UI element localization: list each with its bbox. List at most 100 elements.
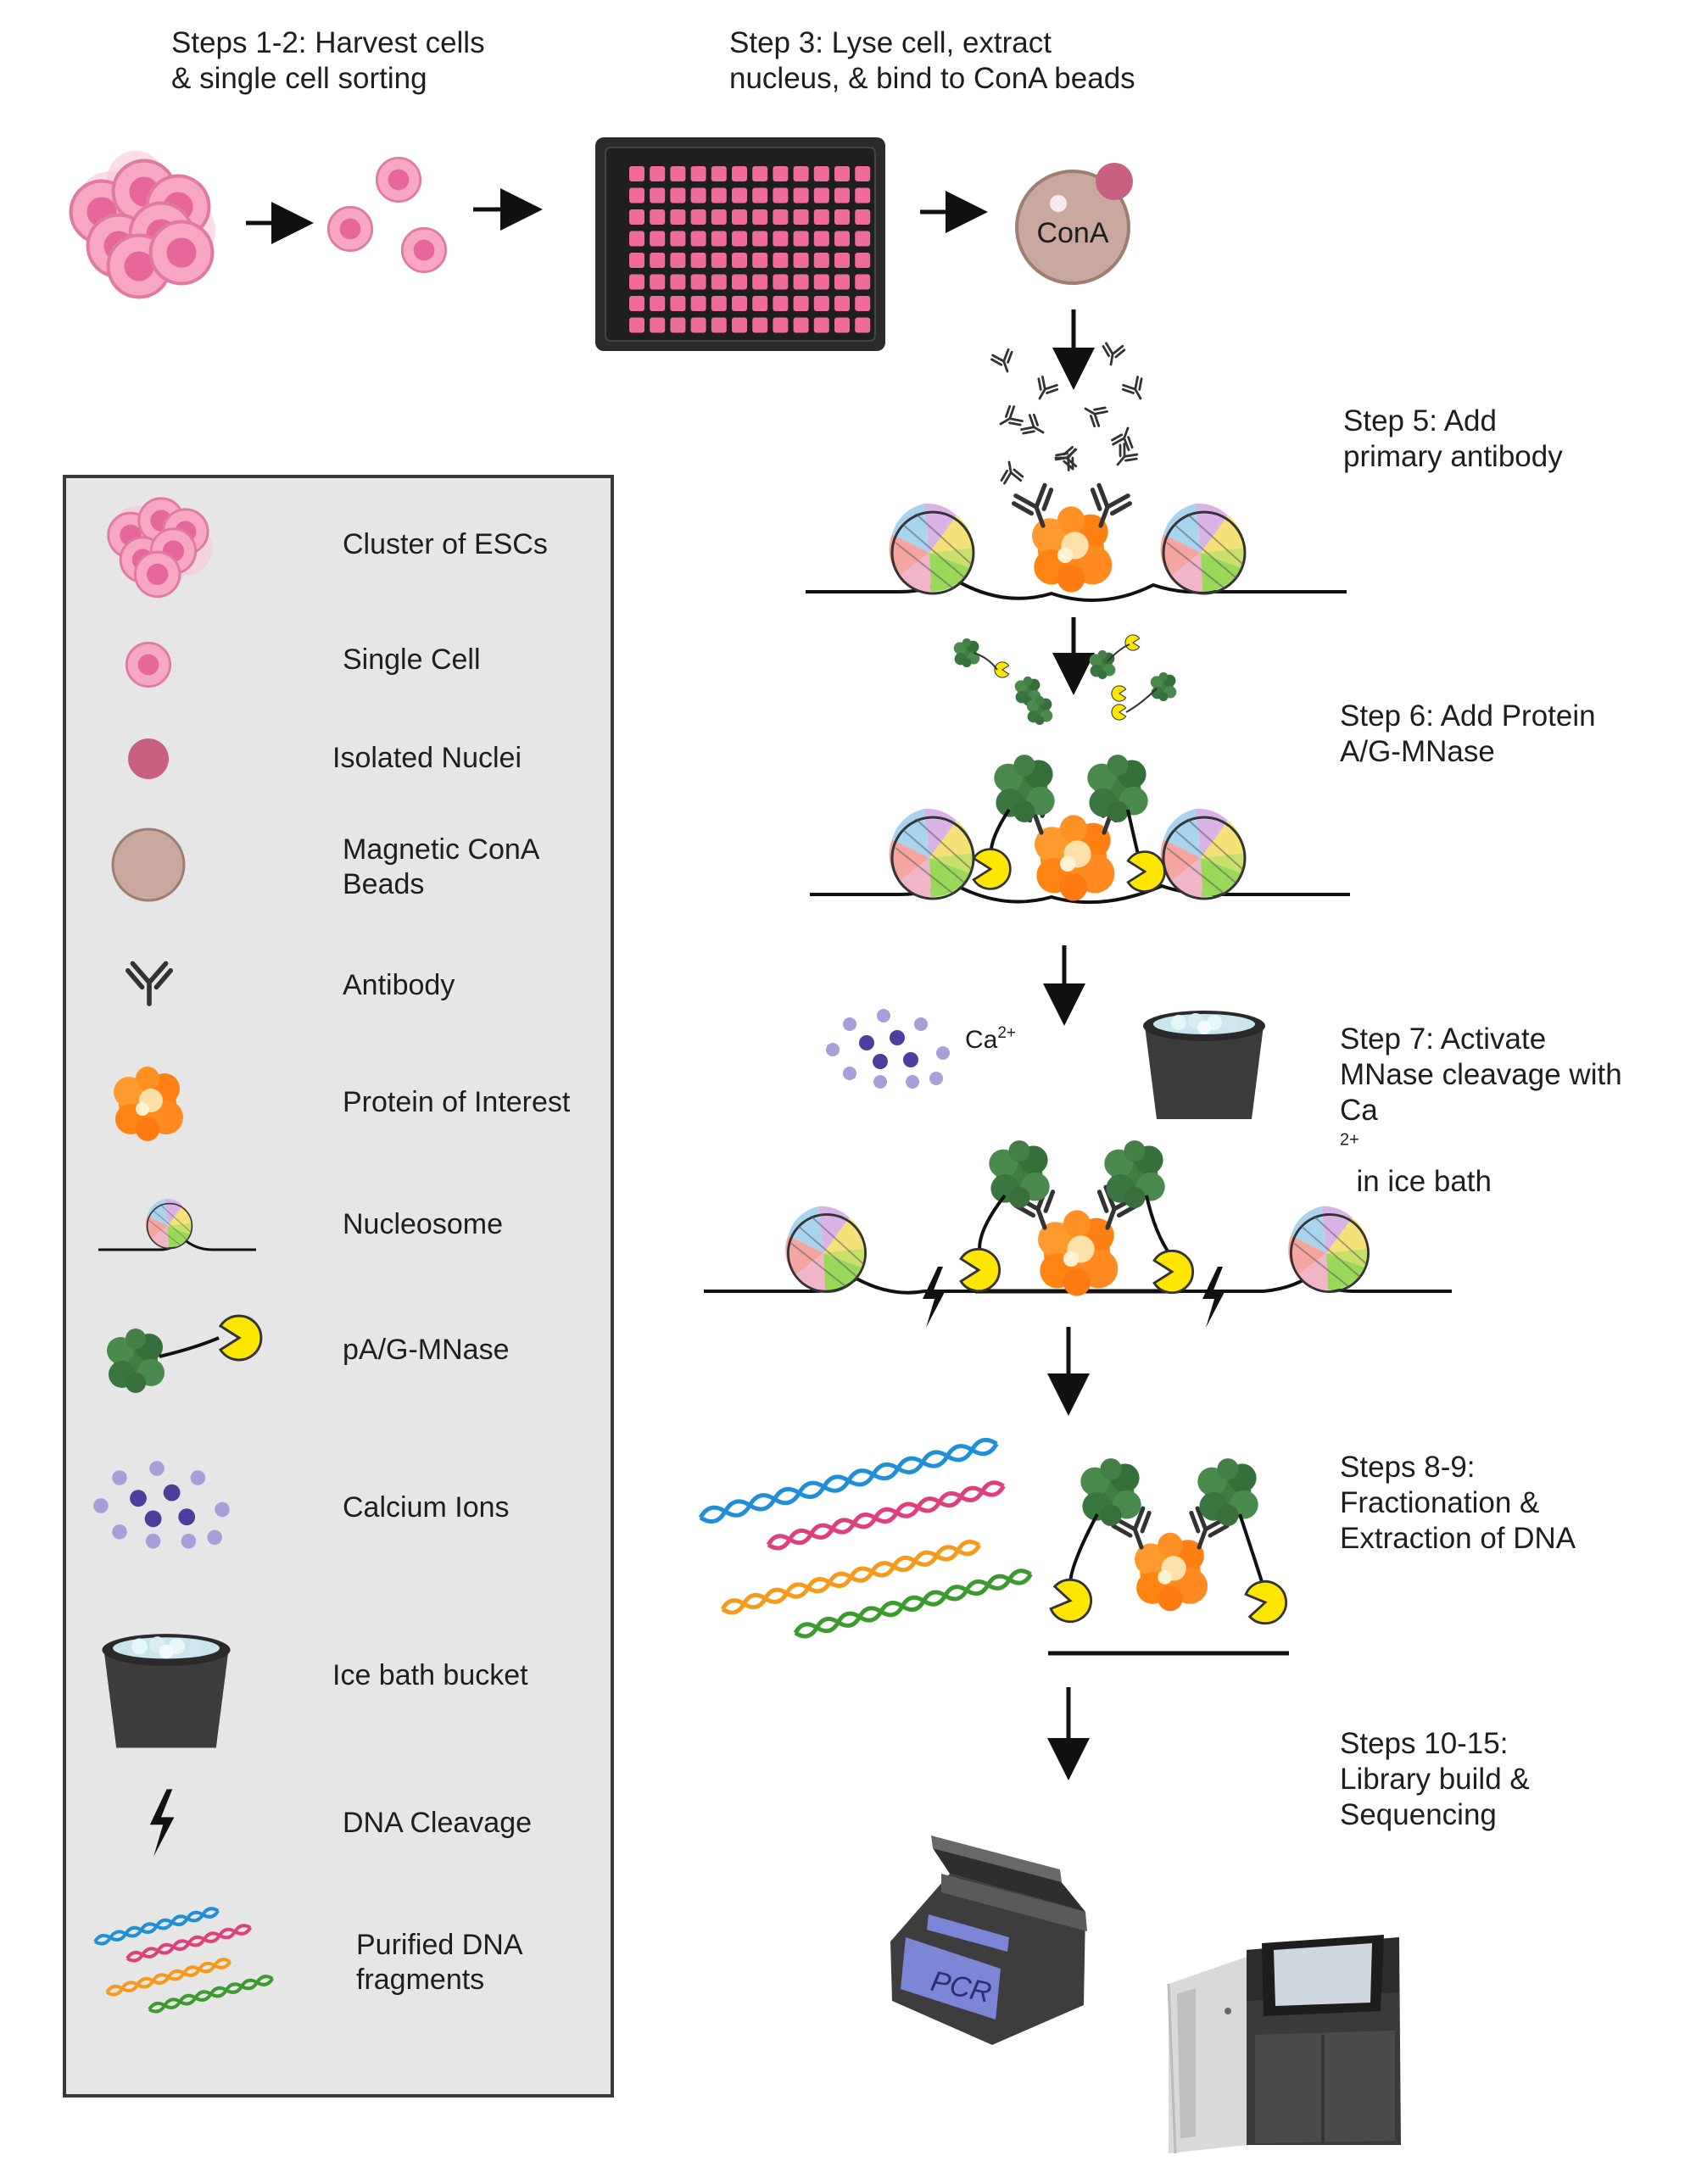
step-1-2-label: Steps 1-2: Harvest cells & single cell s… — [171, 25, 485, 97]
plate-well — [855, 253, 871, 268]
step-8-9-line1: Steps 8-9: — [1340, 1451, 1476, 1484]
legend-label-single-cell: Single Cell — [343, 644, 481, 676]
plate-well — [793, 187, 809, 203]
step-8-9-line3: Extraction of DNA — [1340, 1522, 1576, 1555]
cona-bead: ConA — [1015, 163, 1133, 285]
step-6-label: Step 6: Add Protein A/G-MNase — [1340, 699, 1596, 770]
plate-well — [793, 209, 809, 225]
step-6-line1: Step 6: Add Protein — [1340, 699, 1596, 733]
step-10-15-line1: Steps 10-15: — [1340, 1727, 1509, 1760]
plate-well — [690, 187, 706, 203]
plate-well — [813, 166, 829, 181]
plate-well — [773, 166, 789, 181]
plate-well — [732, 296, 747, 311]
plate-well — [670, 253, 686, 268]
plate-well — [834, 166, 850, 181]
plate-well — [690, 296, 706, 311]
plate-well — [855, 209, 871, 225]
plate-well — [732, 209, 747, 225]
plate-well — [711, 274, 727, 290]
step-5-line1: Step 5: Add — [1343, 404, 1497, 437]
bead-label: ConA — [1036, 217, 1108, 249]
plate-well — [813, 253, 829, 268]
plate-well — [752, 274, 768, 290]
plate-well — [629, 296, 644, 311]
plate-well — [834, 317, 850, 333]
plate-well — [732, 253, 747, 268]
chromatin-step5 — [806, 483, 1347, 602]
calcium-label: Ca2+ — [965, 1024, 1016, 1054]
plate-well — [732, 166, 747, 181]
plate-well — [773, 187, 789, 203]
pcr-machine-icon: PCR — [890, 1836, 1087, 2045]
plate-well — [650, 317, 666, 333]
plate-well — [650, 166, 666, 181]
plate-well — [834, 209, 850, 225]
ice-bucket-step7 — [1143, 1011, 1265, 1119]
plate-well — [732, 274, 747, 290]
plate-well — [855, 166, 871, 181]
plate-well — [793, 317, 809, 333]
step-10-15-label: Steps 10-15: Library build & Sequencing — [1340, 1726, 1530, 1833]
cell-cluster-icon — [71, 151, 215, 297]
plate-well — [752, 166, 768, 181]
plate-well — [629, 209, 644, 225]
plate-well — [813, 231, 829, 247]
plate-well — [834, 296, 850, 311]
legend-label-antibody: Antibody — [343, 969, 455, 1001]
plate-well — [670, 317, 686, 333]
chromatin-step7 — [704, 1140, 1452, 1328]
step-3-line2: nucleus, & bind to ConA beads — [729, 62, 1135, 95]
plate-well — [855, 296, 871, 311]
single-cells-icon — [326, 156, 448, 274]
plate-well — [629, 274, 644, 290]
legend-panel — [63, 475, 614, 2098]
plate-well — [813, 296, 829, 311]
step-7-line2: MNase cleavage with — [1340, 1058, 1622, 1091]
legend-label-nucleosome: Nucleosome — [343, 1208, 503, 1240]
plate-well — [711, 187, 727, 203]
plate-well — [855, 231, 871, 247]
plate-well — [834, 274, 850, 290]
step-5-line2: primary antibody — [1343, 440, 1563, 473]
plate-well — [834, 253, 850, 268]
plate-well — [752, 317, 768, 333]
plate-well — [855, 274, 871, 290]
plate-well — [711, 317, 727, 333]
step-8-9-label: Steps 8-9: Fractionation & Extraction of… — [1340, 1450, 1576, 1557]
plate-well — [813, 274, 829, 290]
plate-well — [793, 166, 809, 181]
plate-well — [752, 296, 768, 311]
well-plate-icon — [595, 137, 885, 351]
plate-well — [813, 317, 829, 333]
plate-well — [834, 231, 850, 247]
plate-well — [711, 209, 727, 225]
step-7-line1: Step 7: Activate — [1340, 1022, 1547, 1056]
plate-well — [752, 231, 768, 247]
legend-label-nuclei: Isolated Nuclei — [332, 742, 522, 774]
plate-well — [711, 231, 727, 247]
plate-well — [711, 253, 727, 268]
plate-well — [793, 231, 809, 247]
plate-well — [793, 253, 809, 268]
step-7-line3-post: in ice bath — [1340, 1165, 1492, 1198]
plate-well — [793, 274, 809, 290]
plate-well — [711, 296, 727, 311]
plate-well — [690, 253, 706, 268]
plate-well — [752, 253, 768, 268]
plate-well — [732, 231, 747, 247]
plate-well — [752, 209, 768, 225]
plate-well — [629, 317, 644, 333]
plate-well — [650, 187, 666, 203]
plate-well — [813, 187, 829, 203]
plate-well — [650, 231, 666, 247]
plate-well — [732, 187, 747, 203]
chromatin-step6 — [810, 755, 1350, 905]
sequencer-icon — [1167, 1935, 1401, 2154]
plate-well — [690, 231, 706, 247]
